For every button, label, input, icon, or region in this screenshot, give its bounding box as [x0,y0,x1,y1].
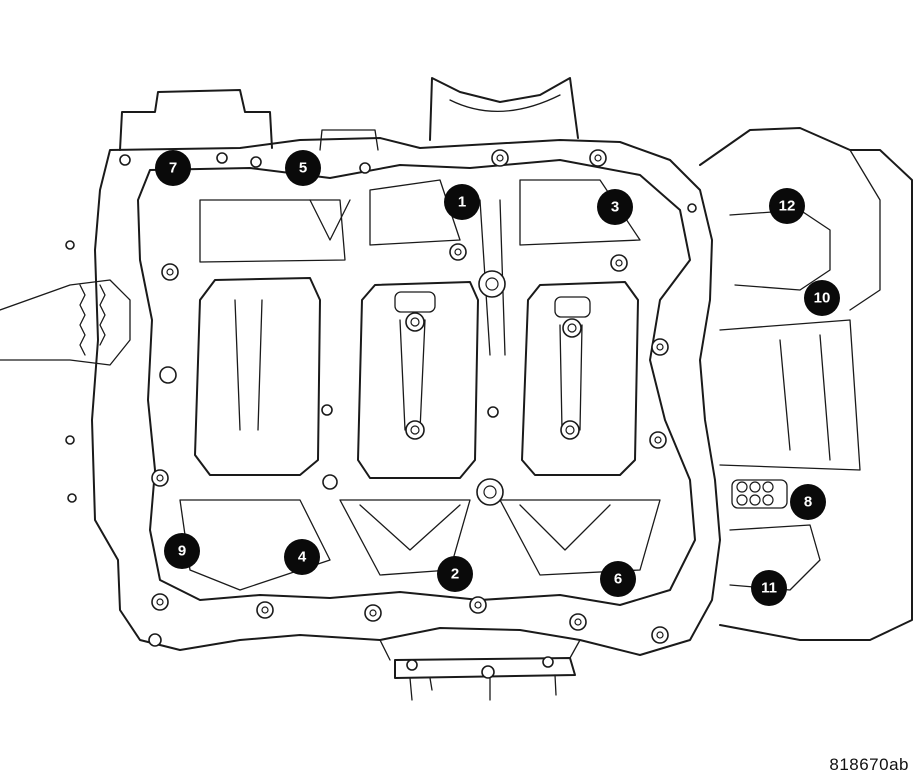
bearing-window-center [357,281,479,479]
callout-5-label: 5 [299,160,307,177]
bottom-bracket [394,657,576,679]
callout-2-label: 2 [451,566,459,583]
callout-4: 4 [284,539,320,575]
top-housing [429,77,579,141]
callout-9-label: 9 [178,543,186,560]
callout-4-label: 4 [298,549,307,566]
callout-10: 10 [804,280,840,316]
callout-3-label: 3 [611,199,619,216]
sensor-harness [0,279,131,366]
callout-3: 3 [597,189,633,225]
callout-6-label: 6 [614,571,622,588]
callout-11-label: 11 [761,580,777,597]
figure-id: 818670ab [829,755,909,774]
callout-11: 11 [751,570,787,606]
bolt-holes [65,149,788,679]
callout-8-label: 8 [804,494,812,511]
right-housing [699,127,913,641]
callout-8: 8 [790,484,826,520]
left-bracket [119,89,273,151]
callout-12: 12 [769,188,805,224]
callout-6: 6 [600,561,636,597]
callout-9: 9 [164,533,200,569]
callout-1-label: 1 [458,194,466,211]
bearing-window-left [194,277,321,476]
gasket-inner-outline [137,159,696,606]
callout-5: 5 [285,150,321,186]
callout-10-label: 10 [814,290,831,307]
callout-7: 7 [155,150,191,186]
bearing-window-right [521,281,639,476]
callout-7-label: 7 [169,160,177,177]
callout-2: 2 [437,556,473,592]
bedplate-outline [91,137,721,656]
callout-12-label: 12 [779,198,796,215]
callout-1: 1 [444,184,480,220]
